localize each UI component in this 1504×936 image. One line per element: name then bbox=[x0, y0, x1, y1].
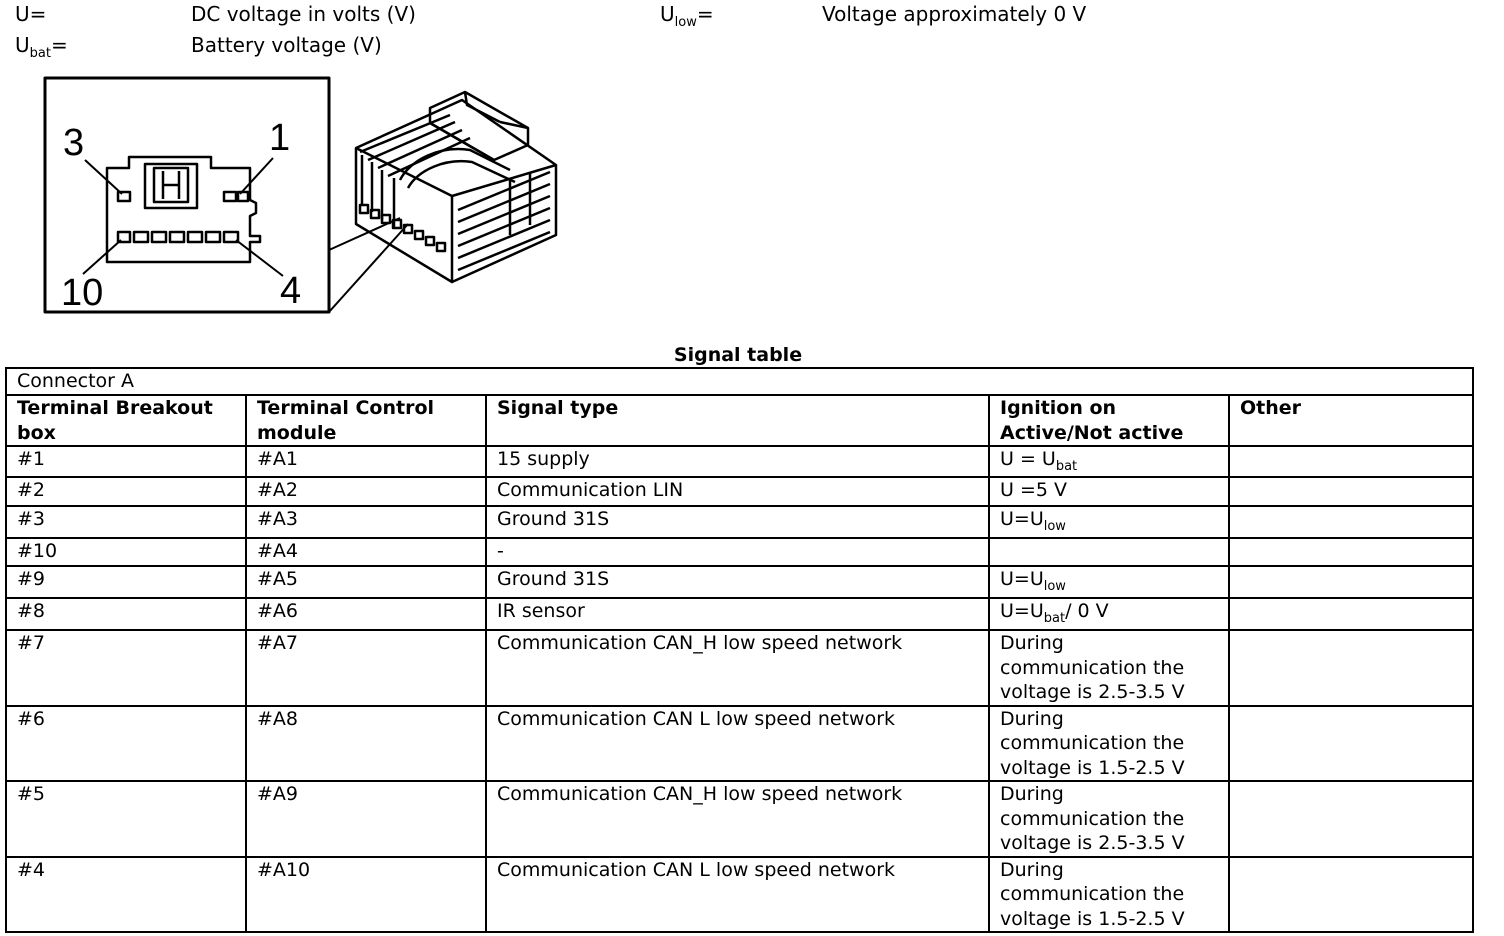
cell-signal: Communication LIN bbox=[485, 476, 990, 507]
cell-ignition: U=Ubat/ 0 V bbox=[988, 597, 1230, 631]
table-row: #2 #A2 Communication LIN U =5 V bbox=[5, 476, 1475, 507]
center-latch bbox=[143, 162, 199, 210]
cell-other bbox=[1227, 537, 1475, 567]
cell-control: #A1 bbox=[245, 445, 487, 478]
cell-other bbox=[1227, 704, 1475, 782]
cell-other bbox=[1227, 855, 1475, 933]
legend-ubat-symbol: Ubat= bbox=[15, 33, 68, 61]
pin-label-3: 3 bbox=[63, 122, 84, 164]
bottom-pin-row bbox=[116, 230, 240, 244]
cell-signal: Communication CAN L low speed network bbox=[485, 855, 990, 933]
connector-label: Connector A bbox=[4, 367, 1475, 396]
cell-other bbox=[1227, 476, 1475, 507]
legend-u-symbol: U= bbox=[15, 2, 47, 26]
cell-ignition: U=Ulow bbox=[988, 505, 1230, 539]
cell-breakout: #4 bbox=[5, 855, 247, 933]
table-row: #5 #A9 Communication CAN_H low speed net… bbox=[5, 780, 1475, 858]
cell-ignition bbox=[988, 537, 1230, 567]
cell-control: #A5 bbox=[245, 565, 487, 599]
connector-3d-view bbox=[354, 90, 558, 284]
pin-label-4: 4 bbox=[280, 270, 301, 312]
cell-breakout: #6 bbox=[5, 704, 247, 782]
table-row: #7 #A7 Communication CAN_H low speed net… bbox=[5, 629, 1475, 707]
cell-other bbox=[1227, 780, 1475, 858]
cell-control: #A6 bbox=[245, 597, 487, 631]
table-row: #1 #A1 15 supply U = Ubat bbox=[5, 445, 1475, 478]
pin-2 bbox=[222, 190, 238, 203]
legend-u-text: DC voltage in volts (V) bbox=[191, 2, 416, 26]
cell-ignition: U=Ulow bbox=[988, 565, 1230, 599]
table-row: #3 #A3 Ground 31S U=Ulow bbox=[5, 505, 1475, 539]
cell-breakout: #7 bbox=[5, 629, 247, 707]
cell-breakout: #1 bbox=[5, 445, 247, 478]
center-latch-inner bbox=[152, 166, 190, 204]
pin-label-1: 1 bbox=[269, 117, 290, 159]
table-row: #8 #A6 IR sensor U=Ubat/ 0 V bbox=[5, 597, 1475, 631]
cell-control: #A8 bbox=[245, 704, 487, 782]
cell-signal: 15 supply bbox=[485, 445, 990, 478]
cell-other bbox=[1227, 505, 1475, 539]
cell-other bbox=[1227, 597, 1475, 631]
cell-control: #A7 bbox=[245, 629, 487, 707]
cell-breakout: #3 bbox=[5, 505, 247, 539]
header-other: Other bbox=[1227, 394, 1475, 447]
pinout-frame bbox=[43, 76, 331, 314]
cell-other bbox=[1227, 629, 1475, 707]
cell-breakout: #8 bbox=[5, 597, 247, 631]
connector-diagram: 3 1 10 4 bbox=[43, 76, 558, 314]
table-row: #10 #A4 - bbox=[5, 537, 1475, 567]
header-signal: Signal type bbox=[485, 394, 990, 447]
cell-control: #A4 bbox=[245, 537, 487, 567]
connector-face bbox=[105, 155, 262, 264]
table-row: #6 #A8 Communication CAN L low speed net… bbox=[5, 704, 1475, 782]
cell-control: #A2 bbox=[245, 476, 487, 507]
table-title: Signal table bbox=[673, 344, 803, 366]
cell-breakout: #10 bbox=[5, 537, 247, 567]
cell-signal: Communication CAN L low speed network bbox=[485, 704, 990, 782]
legend-ubat-text: Battery voltage (V) bbox=[191, 33, 382, 57]
connector-row: Connector A bbox=[4, 367, 1475, 396]
cell-signal: Ground 31S bbox=[485, 565, 990, 599]
cell-signal: IR sensor bbox=[485, 597, 990, 631]
cell-breakout: #9 bbox=[5, 565, 247, 599]
cell-control: #A10 bbox=[245, 855, 487, 933]
cell-other bbox=[1227, 445, 1475, 478]
cell-breakout: #5 bbox=[5, 780, 247, 858]
cell-signal: - bbox=[485, 537, 990, 567]
pin-label-10: 10 bbox=[61, 272, 103, 314]
cell-signal: Communication CAN_H low speed network bbox=[485, 780, 990, 858]
cell-ignition: U =5 V bbox=[988, 476, 1230, 507]
cell-signal: Communication CAN_H low speed network bbox=[485, 629, 990, 707]
cell-control: #A9 bbox=[245, 780, 487, 858]
cell-ignition: U = Ubat bbox=[988, 445, 1230, 478]
table-row: #4 #A10 Communication CAN L low speed ne… bbox=[5, 855, 1475, 933]
cell-control: #A3 bbox=[245, 505, 487, 539]
legend-ulow-symbol: Ulow= bbox=[660, 2, 714, 30]
cell-signal: Ground 31S bbox=[485, 505, 990, 539]
cell-other bbox=[1227, 565, 1475, 599]
legend-ulow-text: Voltage approximately 0 V bbox=[822, 2, 1087, 26]
pin-3 bbox=[116, 190, 132, 203]
table-row: #9 #A5 Ground 31S U=Ulow bbox=[5, 565, 1475, 599]
cell-breakout: #2 bbox=[5, 476, 247, 507]
